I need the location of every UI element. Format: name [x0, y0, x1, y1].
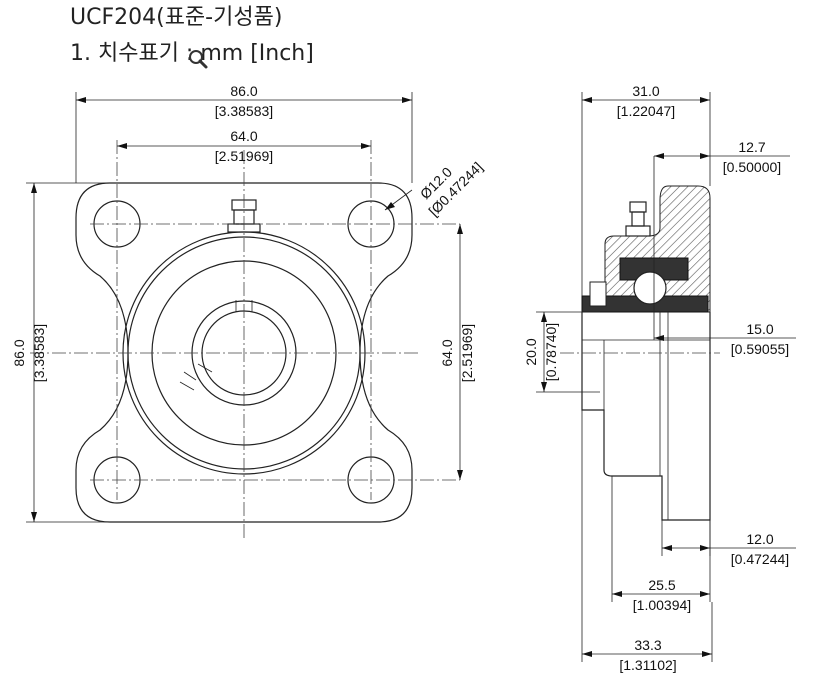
housing-lower-outline [581, 312, 711, 521]
dimension-insert-offset: 25.5 [1.00394] [611, 476, 711, 613]
bolt-spacing-h-mm: 64.0 [230, 128, 257, 144]
dimension-bolt-spacing-horizontal: 64.0 [2.51969] [117, 128, 371, 164]
dimension-flange-thickness: 12.0 [0.47244] [661, 520, 796, 567]
dimension-shaft-bore: 20.0 [0.78740] [523, 311, 600, 393]
front-view: 86.0 [3.38583] 64.0 [2.51969] Ø12.0 [Ø0.… [11, 83, 486, 540]
side-view: 31.0 [1.22047] 12.7 [0.50000] 20.0 [0.78… [523, 83, 796, 673]
step-mm: 15.0 [746, 321, 773, 337]
width-mm: 86.0 [230, 83, 257, 99]
height-mm: 86.0 [11, 339, 27, 366]
flange-offset-inch: [0.50000] [723, 159, 781, 175]
dimension-overall-height: 86.0 [3.38583] [11, 182, 110, 523]
flange-outline [75, 182, 413, 523]
depth-mm: 31.0 [632, 83, 659, 99]
dimension-total-length: 33.3 [1.31102] [581, 410, 713, 673]
bore-mm: 20.0 [523, 338, 539, 365]
insert-offset-inch: [1.00394] [633, 597, 691, 613]
bolt-spacing-v-mm: 64.0 [439, 339, 455, 366]
dimension-housing-step: 15.0 [0.59055] [654, 321, 796, 357]
flange-thickness-mm: 12.0 [746, 531, 773, 547]
height-inch: [3.38583] [31, 324, 47, 382]
set-screw-top [235, 300, 253, 312]
dimension-bolt-spacing-vertical: 64.0 [2.51969] [439, 224, 475, 480]
drawing-title: UCF204(표준-기성품) [70, 5, 282, 30]
dimension-hole-diameter: Ø12.0 [Ø0.47244] [384, 159, 486, 219]
bolt-spacing-h-inch: [2.51969] [215, 148, 273, 164]
set-screw-section [589, 281, 607, 307]
magnifier-icon[interactable] [189, 50, 208, 69]
depth-inch: [1.22047] [617, 103, 675, 119]
side-grease-nipple [625, 201, 651, 237]
flange-thickness-inch: [0.47244] [731, 551, 789, 567]
total-length-mm: 33.3 [634, 637, 661, 653]
bolt-spacing-v-inch: [2.51969] [459, 324, 475, 382]
dimension-flange-offset: 12.7 [0.50000] [653, 139, 790, 340]
dimension-overall-depth: 31.0 [1.22047] [581, 83, 711, 296]
flange-offset-mm: 12.7 [738, 139, 765, 155]
set-screw-side [179, 363, 213, 391]
dimension-overall-width: 86.0 [3.38583] [75, 83, 413, 183]
bore-inch: [0.78740] [543, 323, 559, 381]
step-inch: [0.59055] [731, 341, 789, 357]
ball [633, 271, 667, 305]
total-length-inch: [1.31102] [619, 657, 676, 673]
width-inch: [3.38583] [215, 103, 273, 119]
insert-offset-mm: 25.5 [648, 577, 675, 593]
